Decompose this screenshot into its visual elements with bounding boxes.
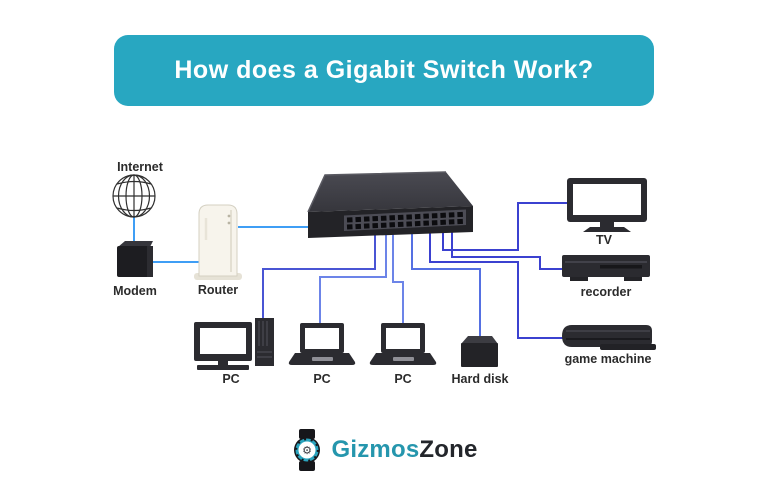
brand-logo: ⚙ Gizmos Zone [0, 425, 768, 475]
recorder-icon [562, 255, 650, 281]
cable-switch-laptop1 [319, 228, 387, 324]
modem-label: Modem [113, 284, 157, 298]
game-machine-icon [562, 325, 656, 350]
brand-name-primary: Gizmos [331, 436, 420, 463]
brand-name: Gizmos Zone [331, 436, 477, 464]
router-icon [194, 204, 242, 280]
recorder-label: recorder [581, 285, 632, 299]
laptop-pc1-icon [288, 323, 356, 365]
brand-name-secondary: Zone [419, 436, 478, 463]
title-banner: How does a Gigabit Switch Work? [114, 35, 654, 106]
cable-switch-tv [442, 202, 569, 251]
laptop-pc2-icon [369, 323, 437, 365]
tv-label: TV [596, 233, 613, 247]
cable-switch-harddisk [411, 228, 481, 338]
desktop-pc-icon [194, 318, 274, 370]
desktop-pc-label: PC [222, 372, 239, 386]
page-title: How does a Gigabit Switch Work? [174, 56, 594, 84]
cable-switch-laptop2 [392, 228, 404, 324]
hard-disk-icon [461, 336, 498, 367]
tv-icon [567, 178, 647, 232]
laptop-pc1-label: PC [313, 372, 330, 386]
cable-switch-gamemachine [429, 228, 564, 339]
laptop-pc2-label: PC [394, 372, 411, 386]
game-machine-label: game machine [565, 352, 652, 366]
modem-icon [117, 241, 153, 277]
watch-icon: ⚙ [294, 429, 321, 471]
cable-switch-recorder [451, 228, 564, 270]
gear-icon: ⚙ [303, 444, 313, 457]
gigabit-switch-icon [307, 171, 473, 238]
internet-label: Internet [117, 160, 164, 174]
cable-switch-desktop-pc [262, 228, 376, 322]
hard-disk-label: Hard disk [452, 372, 509, 386]
internet-globe-icon [112, 174, 156, 218]
router-label: Router [198, 283, 238, 297]
